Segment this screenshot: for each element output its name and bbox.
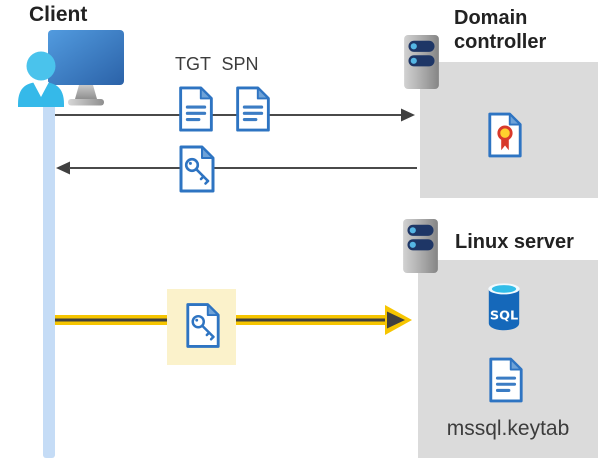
linux-server-label: Linux server	[455, 231, 574, 253]
highlighted-key-document-icon	[184, 301, 222, 350]
domain-controller-label: Domain controller	[454, 7, 547, 53]
tgt-document-icon	[176, 85, 216, 133]
sql-badge-text: SQL	[490, 308, 518, 323]
client-label: Client	[29, 3, 88, 26]
keytab-label: mssql.keytab	[446, 417, 570, 440]
certificate-document-icon	[486, 110, 524, 160]
monitor-with-user-icon	[12, 27, 127, 107]
domain-controller-server-icon	[403, 34, 440, 90]
sql-database-icon: SQL	[485, 280, 523, 332]
key-document-icon	[177, 144, 217, 194]
spn-label: SPN	[221, 54, 259, 74]
client-to-dc-arrow	[55, 108, 415, 122]
dc-to-client-arrow	[56, 161, 417, 175]
keytab-document-icon	[487, 355, 525, 405]
tgt-label: TGT	[175, 54, 211, 74]
linux-server-icon	[402, 218, 439, 274]
client-timeline-line	[43, 94, 55, 458]
spn-document-icon	[233, 85, 273, 133]
